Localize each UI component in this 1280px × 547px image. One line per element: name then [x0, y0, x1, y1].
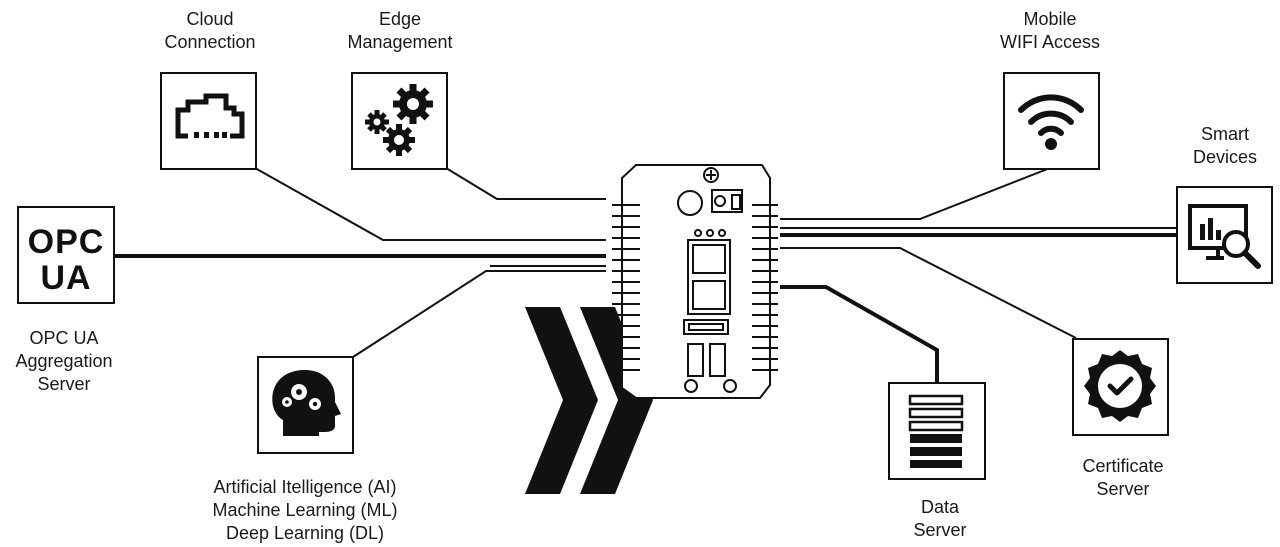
wifi-box: [1003, 72, 1100, 170]
cloud-connection-label: Cloud Connection: [164, 9, 256, 52]
line-edge: [445, 167, 606, 200]
smart-devices-label: Smart Devices: [1192, 124, 1258, 167]
line-cloud: [254, 167, 606, 241]
cloud-connection-box: [160, 72, 257, 170]
device-usb-2: [709, 343, 726, 377]
edge-gateway-device: [612, 164, 778, 399]
line-cert: [780, 247, 1077, 339]
opc-ua-server-label: OPC UA Aggregation Server: [15, 328, 113, 394]
certificate-badge-icon: [1084, 350, 1156, 422]
ai-label: Artificial Itelligence (AI) Machine Lear…: [212, 477, 398, 543]
opc-ua-box: OPC UA: [17, 206, 115, 304]
line-wifi: [780, 167, 1051, 220]
device-screw-bottom: [684, 379, 698, 393]
chevron-left: [525, 307, 598, 494]
wifi-label: Mobile WIFI Access: [999, 9, 1100, 52]
opc-ua-box-line2: UA: [40, 259, 92, 297]
data-server-box: [888, 382, 986, 480]
direction-chevrons: [525, 307, 653, 494]
line-data: [780, 285, 939, 382]
device-fins-right: [752, 204, 778, 371]
head-gears-icon: [272, 370, 341, 436]
device-fins-left: [612, 204, 640, 371]
monitor-search-icon: [1188, 204, 1261, 269]
connection-lines: [114, 167, 1176, 382]
edge-management-box: [351, 72, 448, 170]
gears-icon: [365, 84, 433, 156]
device-antenna-port: [677, 190, 703, 216]
opc-ua-box-line1: OPC: [27, 223, 105, 261]
line-ai-2: [352, 270, 606, 358]
certificate-server-label: Certificate Server: [1082, 456, 1164, 499]
data-server-label: Data Server: [913, 497, 967, 540]
smart-devices-box: [1176, 186, 1273, 284]
device-usb-1: [687, 343, 704, 377]
certificate-server-box: [1072, 338, 1169, 436]
chevron-right: [580, 307, 653, 494]
edge-management-label: Edge Management: [347, 9, 453, 52]
wifi-icon: [1018, 94, 1084, 150]
server-rack-icon: [908, 394, 964, 468]
cloud-icon: [175, 93, 245, 139]
ai-box: [257, 356, 354, 454]
